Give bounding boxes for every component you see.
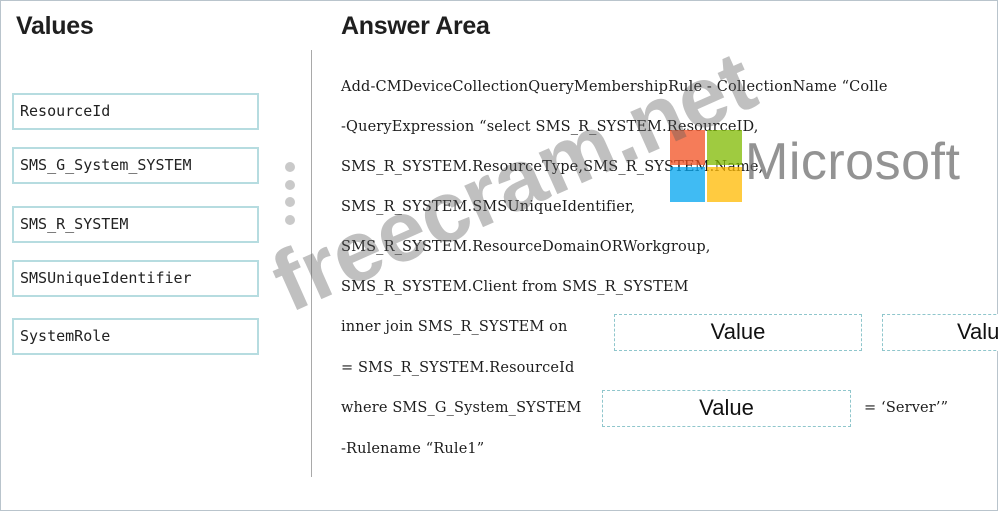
code-line-6: SMS_R_SYSTEM.Client from SMS_R_SYSTEM <box>341 279 689 295</box>
value-item-smsuniqueidentifier[interactable]: SMSUniqueIdentifier <box>12 260 259 297</box>
code-line-9-start: where SMS_G_System_SYSTEM <box>341 400 582 416</box>
microsoft-logo-red-square <box>670 130 705 165</box>
drag-dot <box>285 162 295 172</box>
drop-target-join-right[interactable]: Value <box>882 314 998 351</box>
value-item-systemrole[interactable]: SystemRole <box>12 318 259 355</box>
code-line-8: = SMS_R_SYSTEM.ResourceId <box>341 360 575 376</box>
microsoft-logo-yellow-square <box>707 167 742 202</box>
microsoft-logo-blue-square <box>670 167 705 202</box>
code-line-9-end: = ‘Server’” <box>864 400 949 416</box>
value-item-resourceid[interactable]: ResourceId <box>12 93 259 130</box>
microsoft-logo-text: Microsoft <box>745 133 961 191</box>
value-item-sms-r-system[interactable]: SMS_R_SYSTEM <box>12 206 259 243</box>
drag-dot <box>285 215 295 225</box>
microsoft-logo-green-square <box>707 130 742 165</box>
value-item-sms-g-system-system[interactable]: SMS_G_System_SYSTEM <box>12 147 259 184</box>
code-line-10: -Rulename “Rule1” <box>341 441 485 457</box>
drop-target-join-right-clip: Value <box>882 314 998 353</box>
panel-divider <box>311 50 312 477</box>
code-line-1: Add-CMDeviceCollectionQueryMembershipRul… <box>341 79 888 95</box>
code-line-3: SMS_R_SYSTEM.ResourceType,SMS_R_SYSTEM.N… <box>341 159 764 175</box>
drag-dot <box>285 180 295 190</box>
drop-target-where[interactable]: Value <box>602 390 851 427</box>
code-line-2: -QueryExpression “select SMS_R_SYSTEM.Re… <box>341 119 759 135</box>
answer-area-heading: Answer Area <box>341 12 490 40</box>
code-line-4: SMS_R_SYSTEM.SMSUniqueIdentifier, <box>341 199 636 215</box>
values-heading: Values <box>16 12 94 40</box>
drag-dot <box>285 197 295 207</box>
code-line-5: SMS_R_SYSTEM.ResourceDomainORWorkgroup, <box>341 239 711 255</box>
code-line-7: inner join SMS_R_SYSTEM on <box>341 319 568 335</box>
drop-target-join-left[interactable]: Value <box>614 314 862 351</box>
